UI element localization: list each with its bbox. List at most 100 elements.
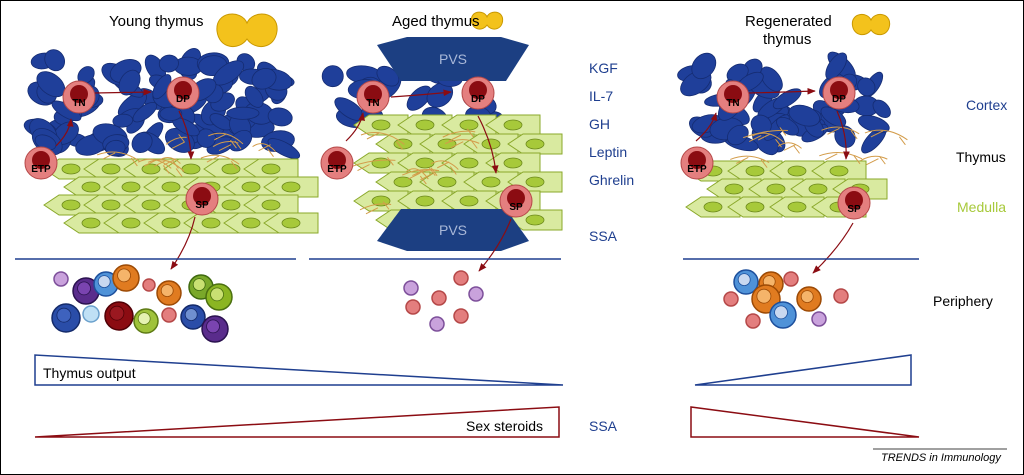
- thymocyte-nucleus: [469, 81, 487, 99]
- fibroblast: [430, 160, 459, 175]
- ssa-top-label: SSA: [589, 228, 618, 244]
- medulla-nucleus: [459, 195, 479, 207]
- medulla-nucleus: [241, 181, 261, 193]
- medulla-nucleus: [281, 181, 301, 193]
- peripheral-cell: [429, 316, 445, 332]
- cortex-cell: [406, 85, 432, 111]
- medulla-nucleus: [201, 217, 221, 229]
- peripheral-cell: [723, 291, 739, 307]
- medulla-nucleus: [121, 217, 141, 229]
- peripheral-cell: [453, 270, 469, 286]
- cortex-cell: [872, 99, 891, 119]
- fibroblast: [147, 159, 185, 177]
- fibroblast: [360, 132, 405, 150]
- cortex-cell: [820, 106, 847, 127]
- trend-wedges: [34, 354, 1007, 450]
- medulla-nucleus: [437, 176, 457, 188]
- sex-steroids-wedge-increase: [34, 406, 560, 438]
- medulla-nucleus: [261, 199, 281, 211]
- medulla-nucleus: [371, 119, 391, 131]
- cortex-cell: [772, 88, 802, 110]
- medulla-nucleus: [525, 214, 545, 226]
- medulla-nucleus: [415, 195, 435, 207]
- medulla-nucleus: [415, 119, 435, 131]
- medulla-nucleus: [503, 157, 523, 169]
- pvs-label-top: PVS: [439, 51, 467, 67]
- thymocyte-nucleus: [32, 151, 50, 169]
- medulla-nucleus: [787, 201, 807, 213]
- medulla-nucleus: [81, 217, 101, 229]
- medulla-nucleus: [241, 217, 261, 229]
- medulla-nucleus: [393, 176, 413, 188]
- medulla-nucleus: [161, 217, 181, 229]
- fibroblast: [402, 167, 440, 180]
- regenerated-thymus-title-line1: Regenerated: [745, 13, 832, 30]
- thymocyte-label-dp: DP: [471, 94, 485, 105]
- fibroblast: [137, 158, 172, 174]
- sex-steroids-wedge-ablated: [690, 406, 920, 438]
- peripheral-cell-nucleus: [77, 281, 91, 296]
- cortex-cell: [196, 128, 216, 148]
- fibroblast: [730, 155, 770, 168]
- pvs-shape-bottom: [377, 209, 529, 251]
- cortex-cell: [132, 102, 158, 123]
- thymocyte-label-dp: DP: [832, 94, 846, 105]
- thymocyte-nucleus: [328, 151, 346, 169]
- peripheral-cell-nucleus: [192, 278, 206, 292]
- medulla-nucleus: [745, 201, 765, 213]
- cortex-cell: [376, 65, 400, 87]
- cortex-cell: [750, 114, 772, 135]
- peripheral-cell-nucleus: [737, 273, 751, 287]
- cortex-cell: [691, 52, 717, 80]
- thymocyte-label-sp: SP: [509, 202, 523, 213]
- fibroblast: [208, 132, 244, 150]
- peripheral-cell-nucleus: [210, 287, 224, 302]
- peripheral-cell-nucleus: [97, 275, 111, 289]
- cortex-cell: [251, 68, 277, 90]
- peripheral-cell: [405, 299, 421, 315]
- development-arrow: [390, 89, 452, 98]
- medulla-nucleus: [787, 165, 807, 177]
- development-arrow: [836, 110, 850, 160]
- ssa-bottom-label: SSA: [589, 418, 618, 434]
- fibroblast: [406, 168, 429, 185]
- medulla-nucleus: [61, 163, 81, 175]
- development-arrow: [477, 115, 499, 174]
- cortex-cell: [788, 104, 821, 127]
- thymocyte-nucleus: [507, 189, 525, 207]
- sex-steroids-label: Sex steroids: [466, 418, 544, 434]
- legend-medulla: Medulla: [957, 199, 1007, 215]
- fibroblast: [351, 157, 396, 171]
- fibroblast: [864, 129, 908, 146]
- peripheral-cell: [783, 271, 799, 287]
- peripheral-cell-nucleus: [137, 312, 151, 326]
- medulla-nucleus: [459, 119, 479, 131]
- cortex-cell: [159, 106, 183, 121]
- thymus-lobe-icon: [216, 13, 278, 47]
- peripheral-cell: [453, 308, 469, 324]
- cortex-cell: [727, 124, 749, 146]
- medulla-nucleus: [81, 181, 101, 193]
- thymus-output-wedge-regenerated: [694, 354, 912, 386]
- medulla-nucleus: [181, 163, 201, 175]
- cortex-cell: [825, 52, 848, 80]
- fibroblast: [442, 128, 476, 142]
- medulla-nucleus: [724, 183, 744, 195]
- fibroblast: [752, 132, 784, 148]
- journal-footer: TRENDS in Immunology: [881, 452, 1001, 464]
- development-arrow: [695, 112, 718, 142]
- medulla-nucleus: [503, 119, 523, 131]
- pvs-shape-top: [377, 37, 529, 81]
- young-thymus-title: Young thymus: [109, 13, 204, 30]
- thymus-lobe-icon: [851, 14, 891, 36]
- thymocyte-label-etp: ETP: [327, 164, 347, 175]
- medulla-nucleus: [141, 163, 161, 175]
- thymocyte-label-etp: ETP: [687, 164, 707, 175]
- peripheral-cell-nucleus: [206, 319, 220, 334]
- fibroblast: [743, 127, 788, 143]
- peripheral-cell: [745, 313, 761, 329]
- development-arrow: [170, 216, 196, 270]
- thymocyte-label-tn: TN: [72, 98, 85, 109]
